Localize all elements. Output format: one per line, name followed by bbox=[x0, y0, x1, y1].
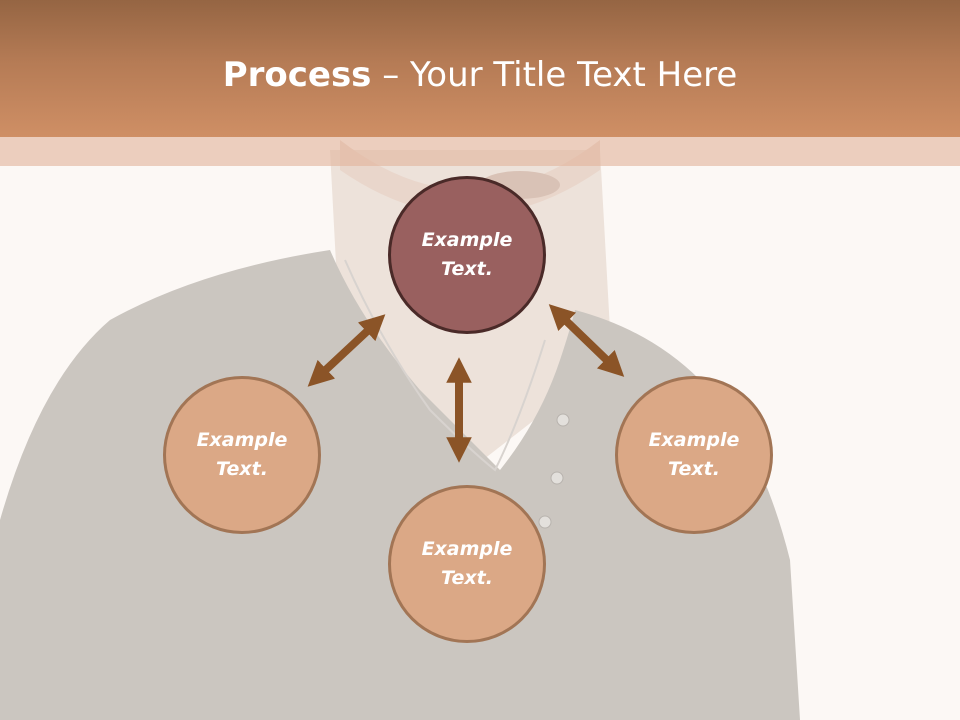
node-bottom-line2: Text. bbox=[441, 567, 493, 589]
node-center: Example Text. bbox=[388, 176, 546, 334]
node-left: Example Text. bbox=[163, 376, 321, 534]
node-bottom-text: Example Text. bbox=[407, 535, 527, 593]
node-center-line1: Example bbox=[421, 229, 513, 251]
node-right: Example Text. bbox=[615, 376, 773, 534]
slide-title: Process – Your Title Text Here bbox=[0, 50, 960, 100]
node-right-line2: Text. bbox=[668, 458, 720, 480]
node-center-line2: Text. bbox=[441, 258, 493, 280]
node-left-line1: Example bbox=[196, 429, 288, 451]
node-center-text: Example Text. bbox=[407, 226, 527, 284]
node-bottom-line1: Example bbox=[421, 538, 513, 560]
title-band bbox=[0, 137, 960, 166]
node-bottom: Example Text. bbox=[388, 485, 546, 643]
arrow-center-left bbox=[307, 314, 386, 387]
node-left-text: Example Text. bbox=[182, 426, 302, 484]
node-left-line2: Text. bbox=[216, 458, 268, 480]
node-right-text: Example Text. bbox=[634, 426, 754, 484]
title-rest: – Your Title Text Here bbox=[371, 55, 738, 95]
title-bold: Process bbox=[222, 55, 372, 95]
arrow-center-right bbox=[548, 304, 625, 377]
node-right-line1: Example bbox=[648, 429, 740, 451]
title-banner bbox=[0, 0, 960, 137]
